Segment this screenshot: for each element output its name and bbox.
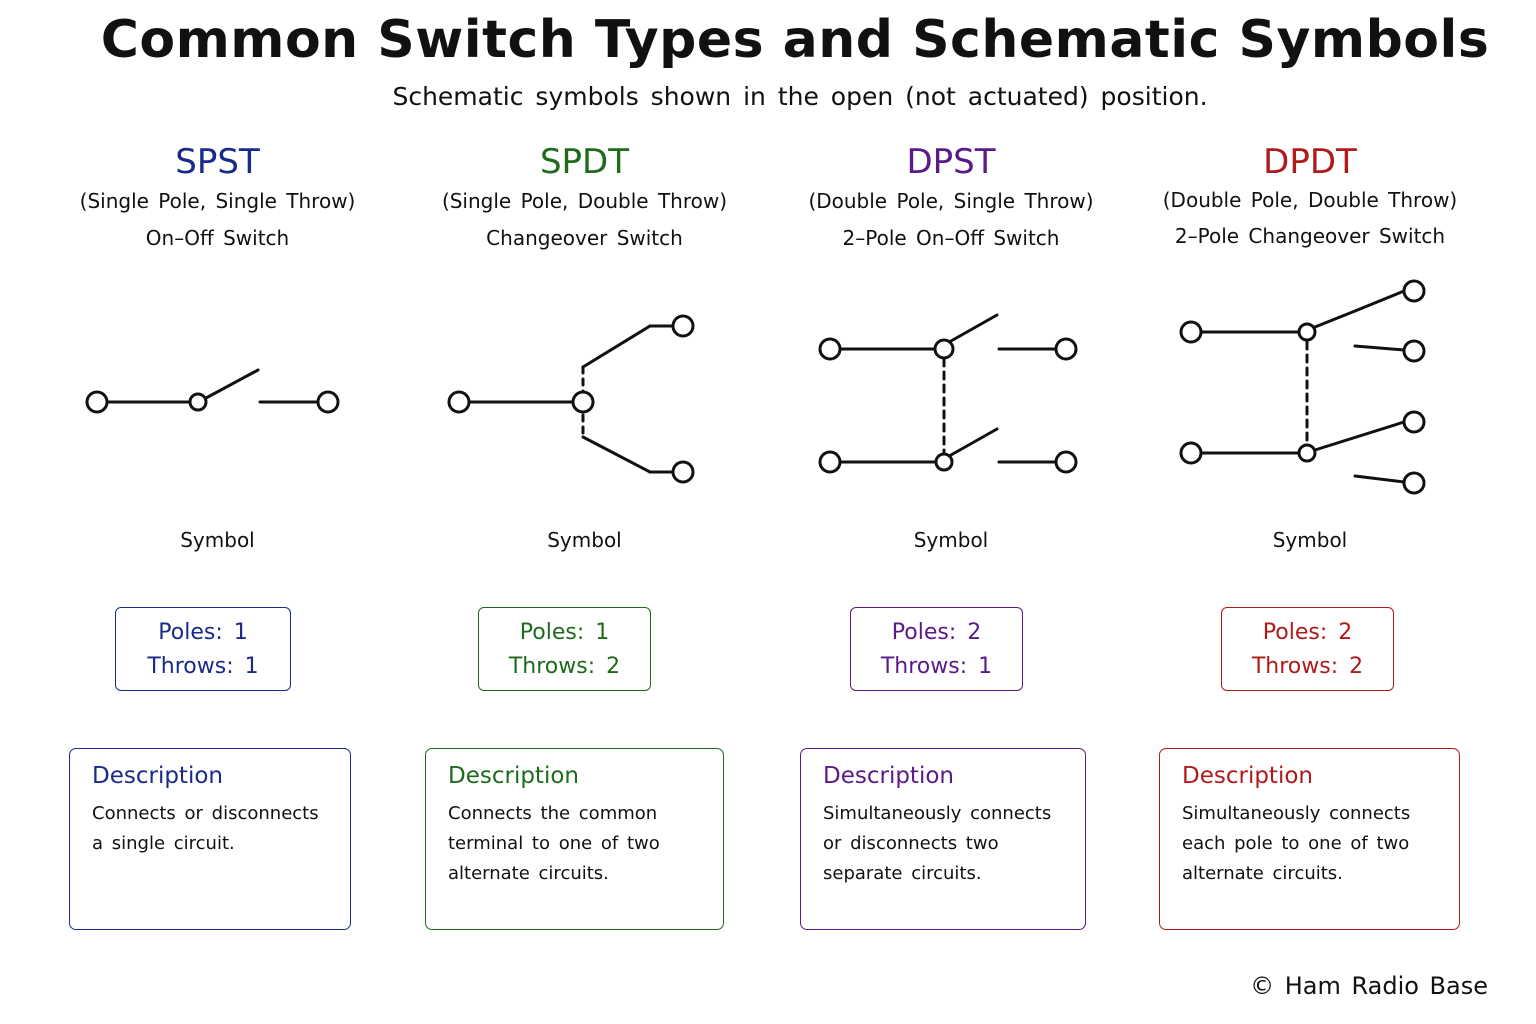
spst-blade <box>204 368 260 400</box>
switch-alias: 2–Pole On–Off Switch <box>842 226 1060 250</box>
switch-alias: Changeover Switch <box>486 226 683 250</box>
dpst-pivot-bottom <box>934 452 954 472</box>
dpdt-blade-bottom <box>1313 420 1406 452</box>
throws-label: Throws: 2 <box>1251 654 1364 679</box>
dpdt-pivot-bottom <box>1297 443 1317 463</box>
switch-name: DPDT <box>1263 142 1357 182</box>
symbol-caption: Symbol <box>913 528 989 552</box>
spdt-terminal-common <box>447 390 471 414</box>
dpdt-wire-upper-a <box>1353 289 1406 313</box>
page-title: Common Switch Types and Schematic Symbol… <box>100 10 1490 70</box>
spst-symbol <box>85 368 340 414</box>
description-box-dpst: Description Simultaneously connects or d… <box>800 748 1086 930</box>
spec-box-spst: Poles: 1 Throws: 1 <box>115 607 291 691</box>
column-spst: SPST (Single Pole, Single Throw) On–Off … <box>20 0 415 1024</box>
dpdt-terminal-upper-a <box>1402 279 1426 303</box>
switch-full-name: (Single Pole, Single Throw) <box>79 189 356 213</box>
dpdt-wire-upper-b <box>1353 344 1406 352</box>
symbol-caption: Symbol <box>547 528 622 552</box>
spdt-terminal-lower <box>671 460 695 484</box>
description-heading: Description <box>823 763 954 789</box>
dpdt-terminal-upper-b <box>1402 339 1426 363</box>
switch-alias: 2–Pole Changeover Switch <box>1174 224 1446 248</box>
spdt-blade-down <box>581 435 652 474</box>
dpdt-wire-lower-b <box>1353 474 1406 484</box>
copyright-credit: © Ham Radio Base <box>1250 972 1488 1000</box>
dpdt-terminal-in-top <box>1179 320 1203 344</box>
spec-box-spdt: Poles: 1 Throws: 2 <box>478 607 651 691</box>
switch-alias: On–Off Switch <box>145 226 290 250</box>
switch-name: SPST <box>175 142 260 182</box>
dpst-terminal-out-top <box>1054 337 1078 361</box>
dpdt-terminal-in-bottom <box>1179 441 1203 465</box>
spec-box-dpst: Poles: 2 Throws: 1 <box>850 607 1023 691</box>
spdt-blade-up <box>581 324 652 369</box>
page-subtitle: Schematic symbols shown in the open (not… <box>392 82 1208 111</box>
description-box-spst: Description Connects or disconnects a si… <box>69 748 351 930</box>
spst-terminal-out <box>316 390 340 414</box>
dpdt-blade-top <box>1313 309 1357 329</box>
dpdt-pivot-top <box>1297 322 1317 342</box>
switch-name: SPDT <box>539 142 630 182</box>
description-heading: Description <box>1182 763 1313 789</box>
dpst-terminal-in-top <box>818 337 842 361</box>
description-box-spdt: Description Connects the common terminal… <box>425 748 724 930</box>
dpst-pivot-top <box>933 338 955 360</box>
spdt-terminal-upper <box>671 314 695 338</box>
description-text: Connects or disconnects a single circuit… <box>92 803 319 854</box>
description-text: Simultaneously connects or disconnects t… <box>823 803 1052 884</box>
spst-pivot <box>188 392 208 412</box>
throws-label: Throws: 1 <box>880 654 993 679</box>
dpst-blade-bottom <box>949 427 999 457</box>
spec-box-dpdt: Poles: 2 Throws: 2 <box>1221 607 1394 691</box>
poles-label: Poles: 2 <box>891 620 982 645</box>
dpdt-terminal-lower-b <box>1402 471 1426 495</box>
poles-label: Poles: 1 <box>158 620 248 645</box>
description-box-dpdt: Description Simultaneously connects each… <box>1159 748 1460 930</box>
symbol-caption: Symbol <box>1272 528 1348 552</box>
switch-full-name: (Double Pole, Single Throw) <box>808 189 1094 213</box>
spdt-pivot <box>571 390 595 414</box>
poles-label: Poles: 1 <box>519 620 610 645</box>
dpst-blade-top <box>949 313 999 343</box>
switch-full-name: (Single Pole, Double Throw) <box>441 189 728 213</box>
symbol-caption: Symbol <box>180 528 255 552</box>
throws-label: Throws: 1 <box>147 654 259 679</box>
dpst-terminal-out-bottom <box>1054 450 1078 474</box>
throws-label: Throws: 2 <box>508 654 621 679</box>
dpdt-terminal-lower-a <box>1402 410 1426 434</box>
column-spdt: SPDT (Single Pole, Double Throw) Changeo… <box>392 0 777 1024</box>
switch-name: DPST <box>906 142 996 182</box>
description-text: Connects the common terminal to one of t… <box>448 803 660 884</box>
description-heading: Description <box>448 763 579 789</box>
column-dpdt: DPDT (Double Pole, Double Throw) 2–Pole … <box>1135 0 1485 1024</box>
poles-label: Poles: 2 <box>1262 620 1353 645</box>
dpst-terminal-in-bottom <box>818 450 842 474</box>
switch-full-name: (Double Pole, Double Throw) <box>1162 188 1458 212</box>
dpst-symbol <box>818 313 1078 474</box>
spst-terminal-in <box>85 390 109 414</box>
description-text: Simultaneously connects each pole to one… <box>1182 803 1411 884</box>
dpdt-symbol <box>1179 279 1426 495</box>
spdt-symbol <box>447 314 695 484</box>
description-heading: Description <box>92 763 223 789</box>
column-dpst: DPST (Double Pole, Single Throw) 2–Pole … <box>752 0 1150 1024</box>
